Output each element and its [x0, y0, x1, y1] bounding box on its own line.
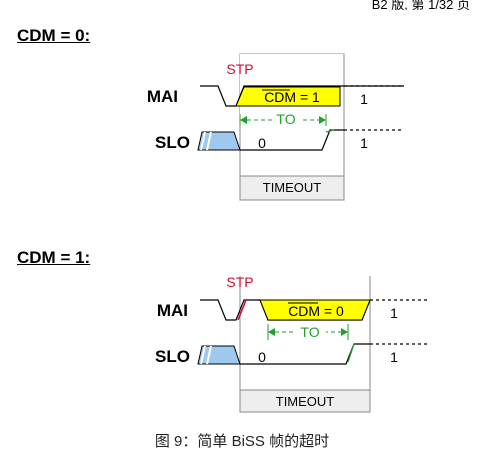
timeout-label: TIMEOUT	[276, 394, 335, 409]
stop-label: STP	[226, 61, 253, 77]
to-arrow-right-head	[341, 328, 348, 336]
timeout-box	[239, 175, 345, 201]
cdm-block	[235, 86, 341, 107]
slo-label: SLO	[155, 133, 190, 152]
slo-waveform	[240, 129, 344, 151]
mai-label: MAI	[147, 87, 178, 106]
slo-low-value: 0	[258, 135, 266, 151]
section-heading-cdm0: CDM = 0:	[17, 26, 91, 45]
mai-after-value: 1	[360, 91, 368, 107]
cdm-text: CDM = 0	[288, 303, 344, 319]
timeout-box	[239, 389, 371, 413]
to-arrow-left-head	[240, 116, 247, 124]
slo-waveform	[240, 343, 370, 365]
to-arrow-left-head	[268, 328, 275, 336]
slo-label: SLO	[155, 347, 190, 366]
page-header-fragment: B2 版, 第 1/32 页	[371, 0, 470, 10]
stop-label: STP	[226, 274, 253, 290]
to-arrow-right-head	[319, 116, 326, 124]
slo-after-value: 1	[360, 135, 368, 151]
mai-after-value: 1	[390, 305, 398, 321]
slo-low-value: 0	[258, 349, 266, 365]
figure-caption: 图 9：简单 BiSS 帧的超时	[154, 433, 330, 450]
to-label: TO	[276, 111, 295, 127]
slo-after-value: 1	[390, 349, 398, 365]
cdm-block	[259, 299, 371, 321]
cdm-text: CDM = 1	[264, 89, 320, 105]
stop-edge	[237, 299, 247, 321]
timing-diagram-cdm1: TIMEOUT STP MAI CDM = 0 1 TO SLO 0 1	[155, 274, 430, 414]
timing-diagram-cdm0: TIMEOUT STP MAI CDM = 1 1 TO SLO 0 1	[147, 53, 404, 201]
timeout-label: TIMEOUT	[263, 180, 322, 195]
to-label: TO	[300, 324, 319, 340]
section-heading-cdm1: CDM = 1:	[17, 248, 91, 267]
mai-label: MAI	[157, 301, 188, 320]
